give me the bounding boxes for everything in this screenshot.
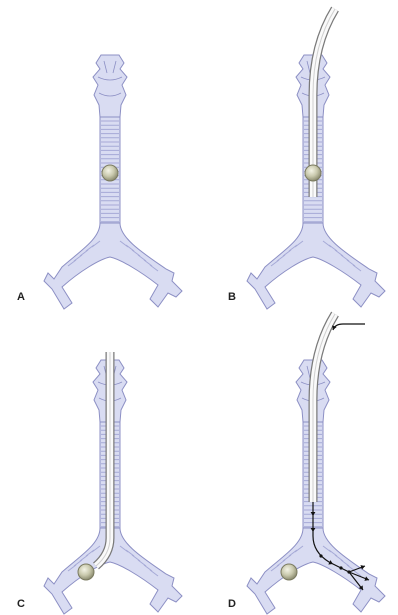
panel-label-d: D	[228, 599, 236, 610]
panel-c	[44, 352, 182, 614]
foreign-body	[305, 165, 321, 181]
guidewire-entry	[333, 324, 365, 330]
panel-d	[247, 314, 385, 614]
foreign-body	[281, 564, 297, 580]
foreign-body	[102, 165, 118, 181]
panel-label-a: A	[17, 292, 25, 303]
panel-b	[247, 9, 385, 309]
bronchi	[247, 223, 385, 309]
foreign-body	[78, 564, 94, 580]
guidewire-bead	[319, 554, 322, 557]
panel-label-c: C	[17, 599, 25, 610]
guidewire-bead	[339, 566, 342, 569]
guidewire-bead	[347, 570, 350, 573]
bronchi	[44, 223, 182, 309]
panel-label-b: B	[228, 292, 236, 303]
larynx	[93, 55, 127, 117]
panel-a	[44, 55, 182, 309]
bronchi	[247, 528, 385, 614]
